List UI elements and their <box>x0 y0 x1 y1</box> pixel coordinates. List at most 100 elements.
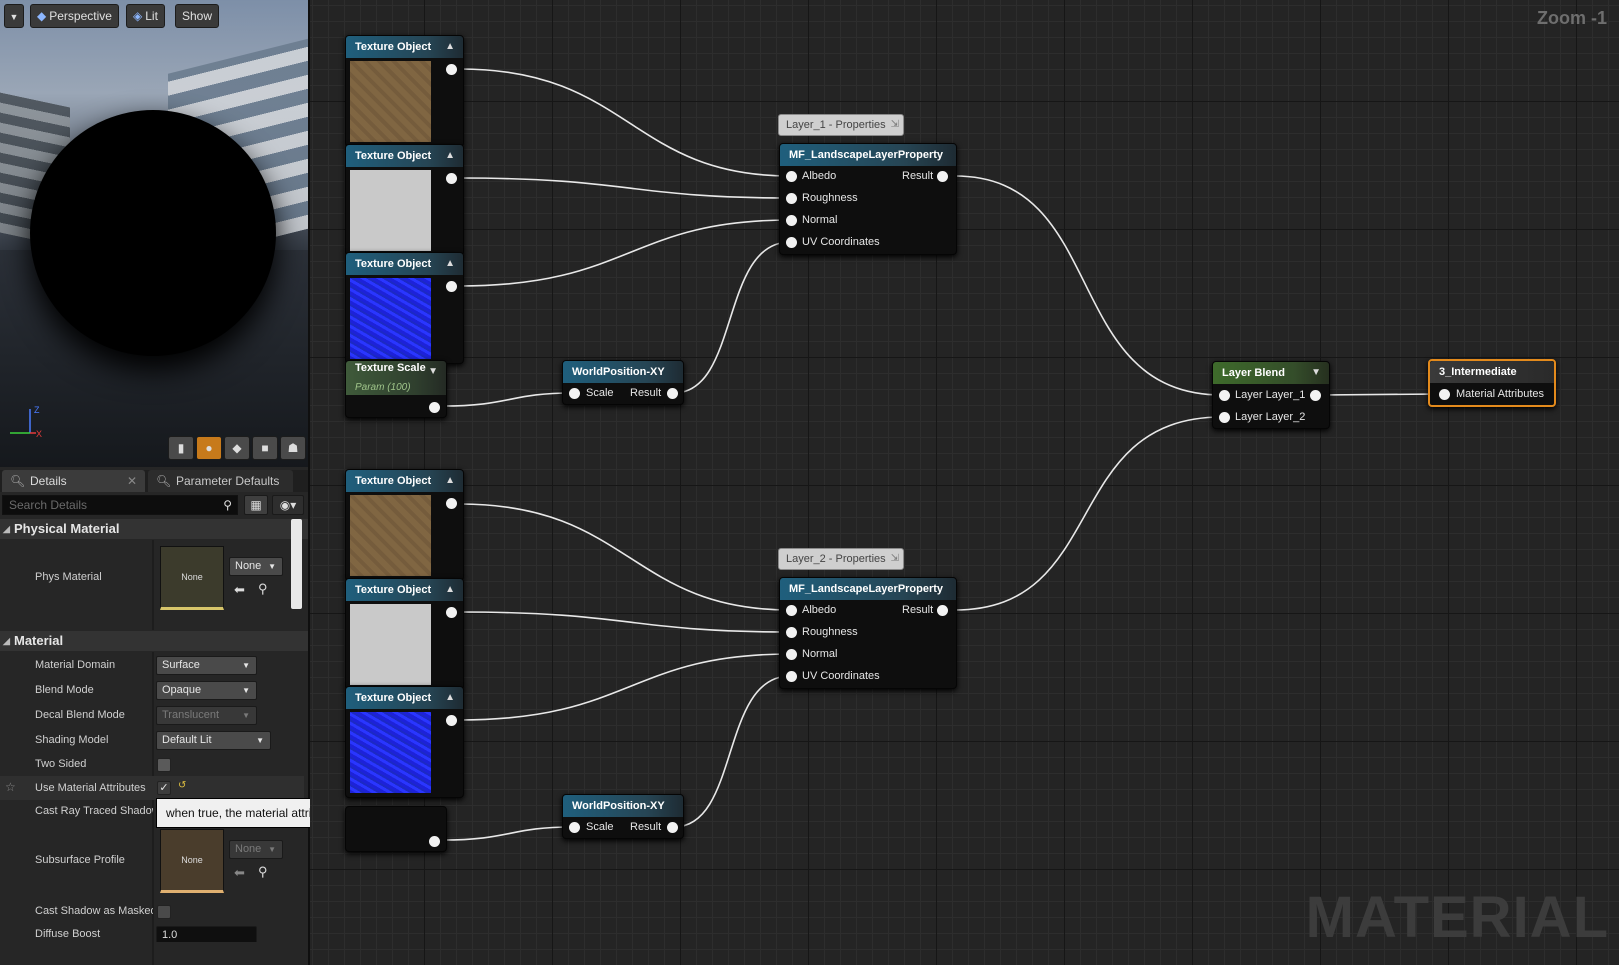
browse-search-icon[interactable]: ⚲ <box>258 864 268 879</box>
input-pin[interactable] <box>786 215 797 226</box>
physical-material-section[interactable]: ◢ Physical Material <box>0 519 308 539</box>
input-pin[interactable] <box>786 671 797 682</box>
texture-scale-node[interactable] <box>345 806 447 852</box>
input-pin[interactable] <box>786 237 797 248</box>
search-details-input[interactable]: Search Details ⚲ <box>2 495 238 515</box>
chevron-down-icon[interactable]: ▼ <box>428 366 438 377</box>
output-pin[interactable] <box>667 388 678 399</box>
output-pin[interactable] <box>937 605 948 616</box>
input-pin[interactable] <box>1219 412 1230 423</box>
output-pin[interactable] <box>446 173 457 184</box>
texture-thumbnail <box>350 712 431 793</box>
node-header: Texture Object▲ <box>346 36 463 58</box>
cylinder-preview-button[interactable]: ▮ <box>168 436 194 460</box>
texture-object-node[interactable]: Texture Object▲ <box>345 578 464 690</box>
input-pin[interactable] <box>569 822 580 833</box>
world-position-node[interactable]: WorldPosition-XY Scale Result <box>562 360 684 405</box>
texture-object-node[interactable]: Texture Object▲ <box>345 144 464 256</box>
phys-material-dropdown[interactable]: None▼ <box>229 557 283 576</box>
close-icon[interactable]: ✕ <box>126 474 137 488</box>
diffuse-boost-input[interactable]: 1.0 <box>156 926 257 942</box>
tab-parameter-defaults[interactable]: 🔍︎ Parameter Defaults <box>148 470 293 492</box>
comment-bubble[interactable]: Layer_2 - Properties⇲ <box>778 548 904 570</box>
material-graph[interactable]: Zoom -1 MATERIAL Texture Object▲ Texture… <box>310 0 1619 965</box>
material-section[interactable]: ◢ Material <box>0 631 308 651</box>
input-pin[interactable] <box>786 627 797 638</box>
output-pin[interactable] <box>1310 390 1321 401</box>
use-selected-arrow-icon[interactable]: ⬅ <box>234 582 245 597</box>
layer-blend-node[interactable]: Layer Blend▼ Layer Layer_1 Layer Layer_2 <box>1212 361 1330 429</box>
browse-search-icon[interactable]: ⚲ <box>258 581 268 596</box>
zoom-level: Zoom -1 <box>1537 8 1607 28</box>
tab-details[interactable]: 🔍︎ Details ✕ <box>2 470 145 492</box>
blend-mode-dropdown[interactable]: Opaque▼ <box>156 681 257 700</box>
chevron-down-icon: ▼ <box>242 661 250 670</box>
texture-scale-node[interactable]: Texture Scale Param (100) ▼ <box>345 360 447 418</box>
world-position-node[interactable]: WorldPosition-XY Scale Result <box>562 794 684 839</box>
input-pin[interactable] <box>786 649 797 660</box>
sphere-preview-button[interactable]: ● <box>196 436 222 460</box>
output-pin[interactable] <box>446 498 457 509</box>
use-material-attributes-checkbox[interactable]: ✓ <box>157 781 171 795</box>
phys-material-thumbnail[interactable]: None <box>160 546 224 610</box>
texture-object-node[interactable]: Texture Object▲ <box>345 686 464 798</box>
pin-comment-icon[interactable]: ⇲ <box>890 553 899 564</box>
cast-shadow-masked-checkbox[interactable] <box>157 905 171 919</box>
output-pin[interactable] <box>667 822 678 833</box>
reset-to-default-icon[interactable]: ↺ <box>178 780 187 791</box>
collapse-icon[interactable]: ▲ <box>445 41 455 52</box>
output-pin[interactable] <box>446 715 457 726</box>
show-button[interactable]: Show <box>175 4 220 28</box>
two-sided-checkbox[interactable] <box>157 758 171 772</box>
material-domain-dropdown[interactable]: Surface▼ <box>156 656 257 675</box>
input-pin[interactable] <box>786 193 797 204</box>
collapse-icon[interactable]: ▲ <box>445 584 455 595</box>
chevron-down-icon[interactable]: ▼ <box>1311 367 1321 378</box>
plane-preview-button[interactable]: ◆ <box>224 436 250 460</box>
column-divider <box>152 540 154 630</box>
preview-viewport[interactable]: ▼ ◆Perspective ◈Lit Show Z X ▮ ● ◆ <box>0 0 308 467</box>
layer-property-node[interactable]: MF_LandscapeLayerProperty Albedo Roughne… <box>779 577 957 689</box>
input-pin[interactable] <box>1219 390 1230 401</box>
output-pin[interactable] <box>446 607 457 618</box>
decal-blend-mode-dropdown: Translucent▼ <box>156 706 257 725</box>
details-scrollbar[interactable] <box>291 519 302 609</box>
shading-model-dropdown[interactable]: Default Lit▼ <box>156 731 271 750</box>
texture-object-node[interactable]: Texture Object▲ <box>345 469 464 581</box>
output-pin[interactable] <box>446 281 457 292</box>
comment-bubble[interactable]: Layer_1 - Properties⇲ <box>778 114 904 136</box>
collapse-icon[interactable]: ▲ <box>445 258 455 269</box>
collapse-icon[interactable]: ▲ <box>445 150 455 161</box>
cube-preview-button[interactable]: ■ <box>252 436 278 460</box>
output-pin[interactable] <box>446 64 457 75</box>
viewport-menu-button[interactable]: ▼ <box>4 4 24 28</box>
input-pin[interactable] <box>786 605 797 616</box>
preview-sphere <box>30 110 276 356</box>
texture-thumbnail <box>350 278 431 359</box>
node-header: MF_LandscapeLayerProperty <box>780 578 956 600</box>
output-pin[interactable] <box>429 402 440 413</box>
intermediate-output-node[interactable]: 3_Intermediate Material Attributes <box>1428 359 1556 407</box>
star-icon[interactable]: ☆ <box>5 780 16 794</box>
output-pin[interactable] <box>429 836 440 847</box>
output-pin[interactable] <box>937 171 948 182</box>
teapot-preview-button[interactable]: ☗ <box>280 436 306 460</box>
collapse-icon[interactable]: ▲ <box>445 692 455 703</box>
layer-property-node[interactable]: MF_LandscapeLayerProperty Albedo Roughne… <box>779 143 957 255</box>
search-icon: 🔍︎ <box>156 474 172 488</box>
texture-object-node[interactable]: Texture Object▲ <box>345 252 464 364</box>
pin-comment-icon[interactable]: ⇲ <box>890 119 899 130</box>
visibility-filter-button[interactable]: ◉▾ <box>272 495 304 515</box>
subsurface-profile-thumbnail[interactable]: None <box>160 829 224 893</box>
input-pin[interactable] <box>569 388 580 399</box>
input-pin[interactable] <box>1439 389 1450 400</box>
material-domain-row: Material Domain Surface▼ <box>0 653 304 677</box>
collapse-icon[interactable]: ▲ <box>445 475 455 486</box>
texture-object-node[interactable]: Texture Object▲ <box>345 35 464 147</box>
input-pin[interactable] <box>786 171 797 182</box>
view-options-button[interactable]: ▦ <box>244 495 268 515</box>
perspective-button[interactable]: ◆Perspective <box>30 4 119 28</box>
lit-button[interactable]: ◈Lit <box>126 4 165 28</box>
use-selected-arrow-icon[interactable]: ⬅ <box>234 865 245 880</box>
shading-model-row: Shading Model Default Lit▼ <box>0 728 304 752</box>
